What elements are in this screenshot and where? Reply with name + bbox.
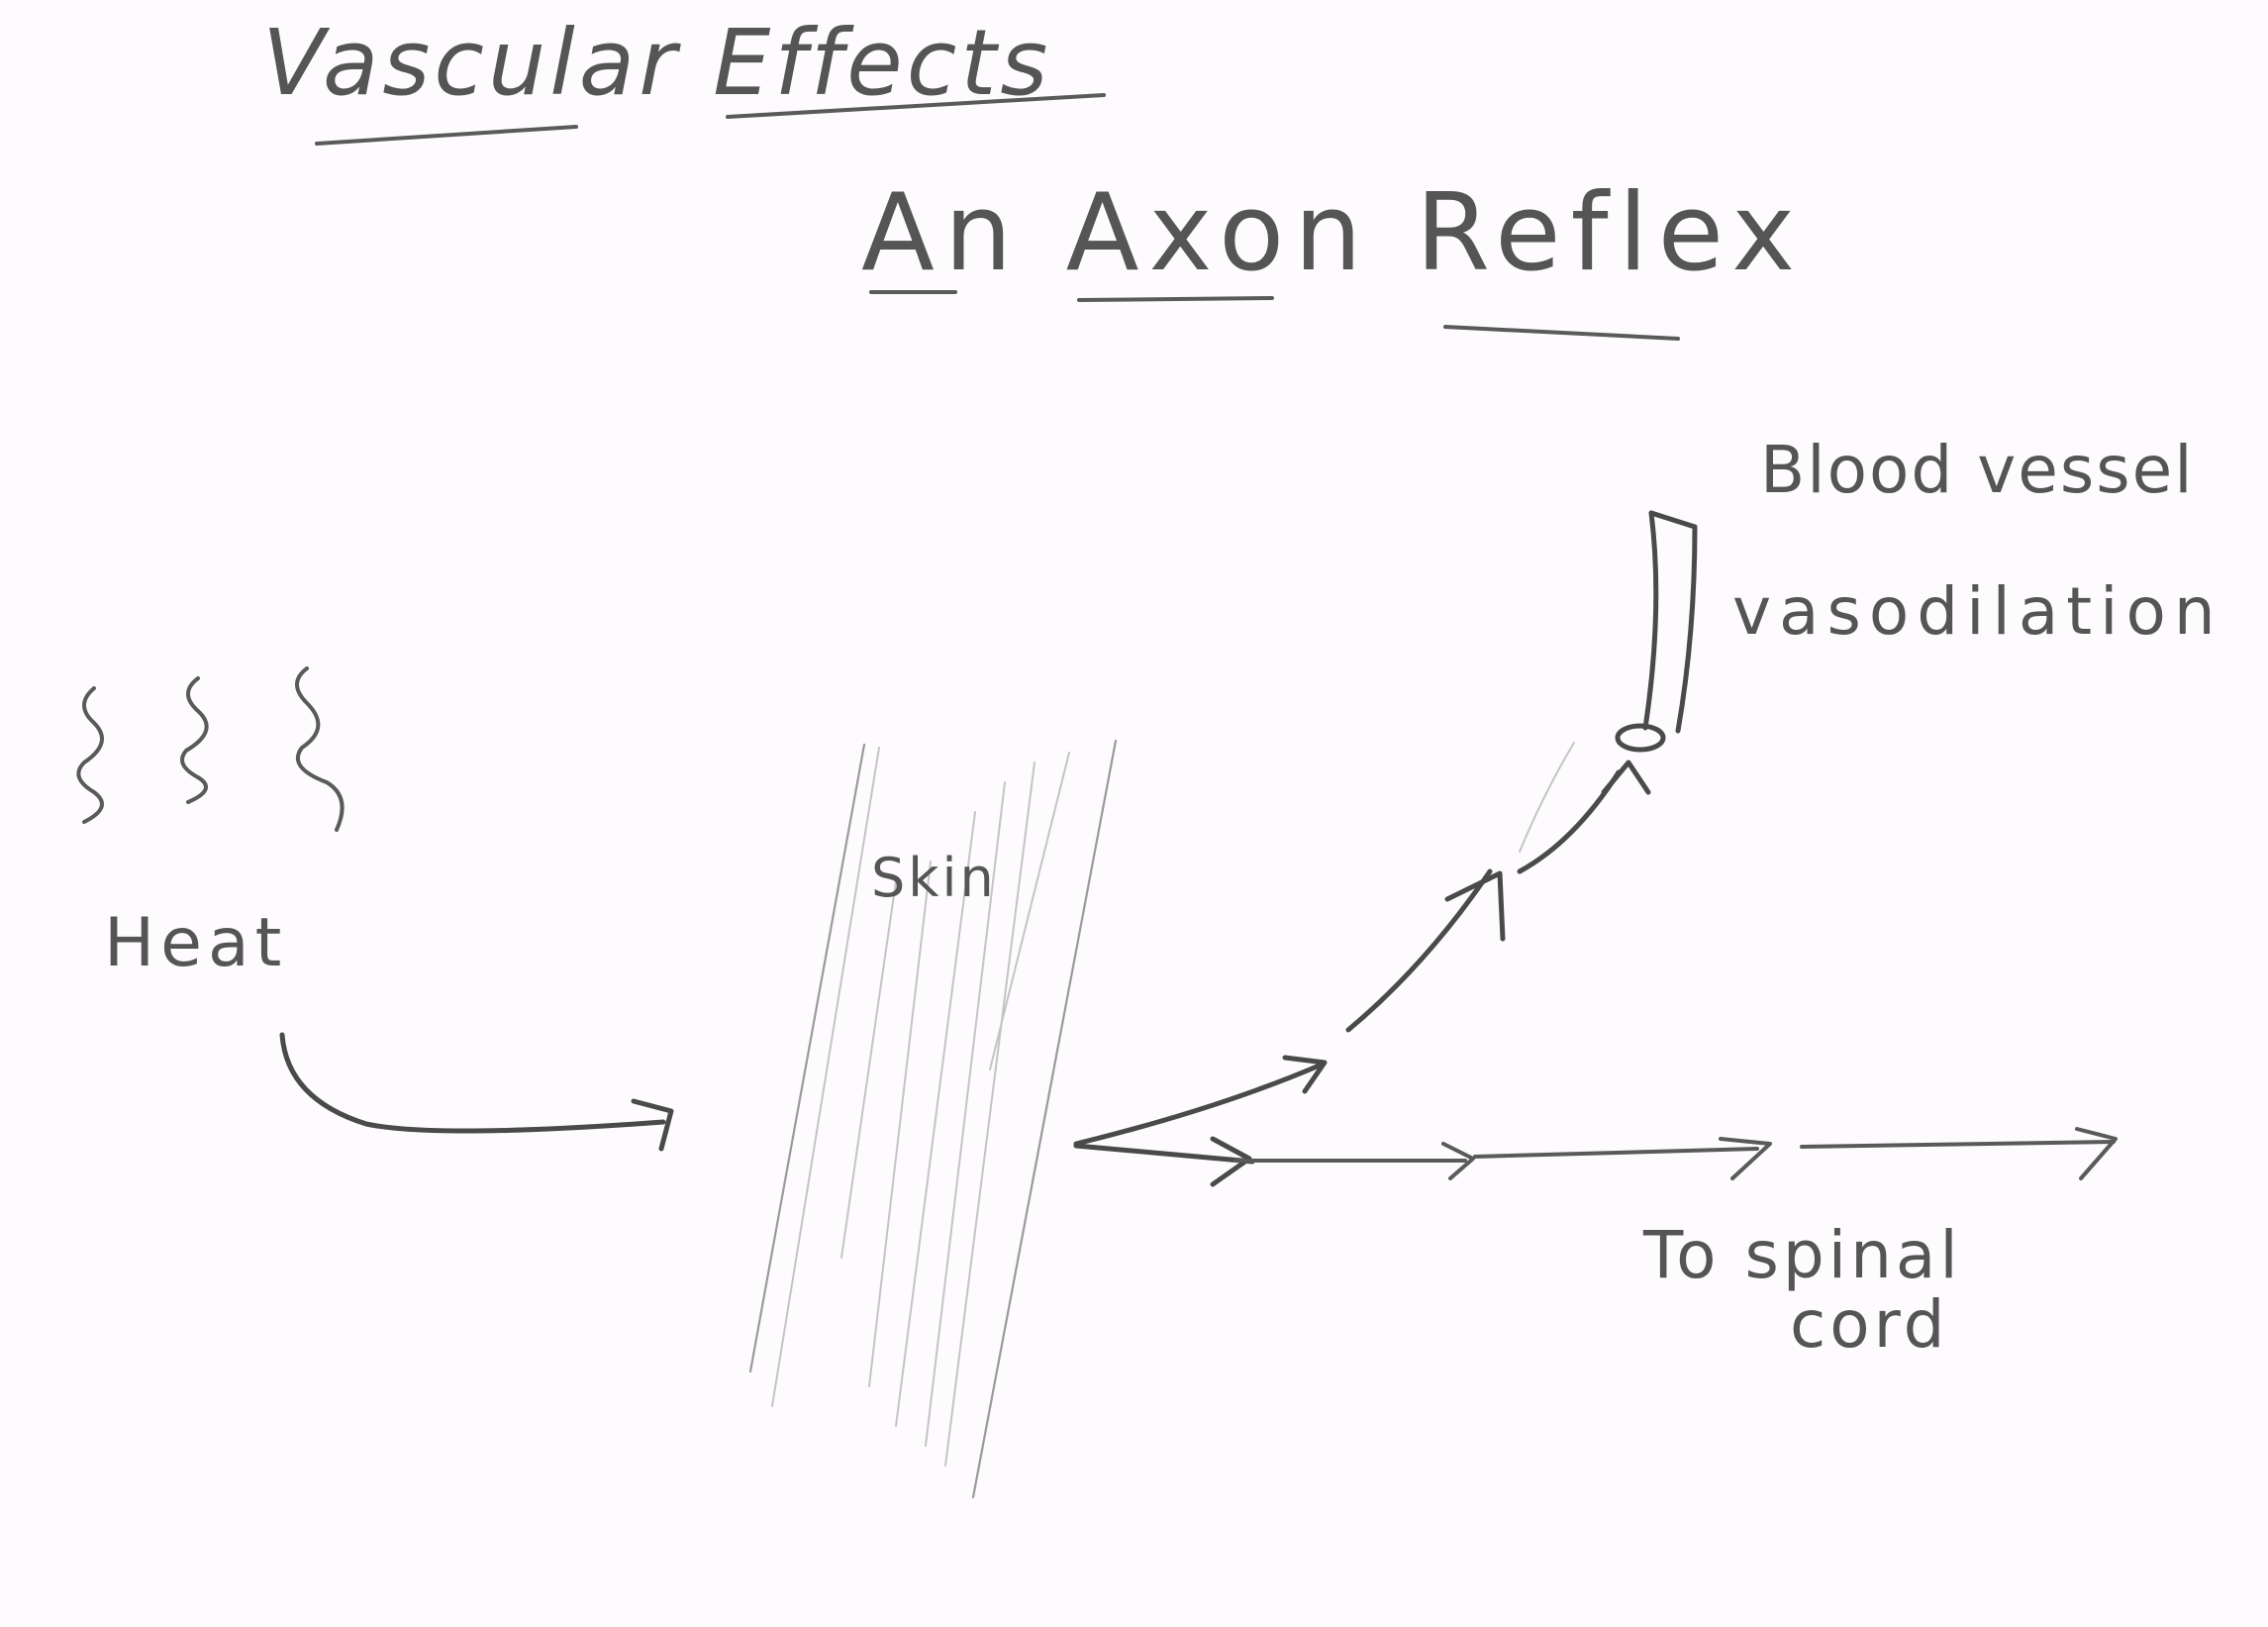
subject-heading: Vascular Effects <box>262 10 1051 116</box>
diagram-title-underline <box>869 290 1680 341</box>
diagram-title: An Axon Reflex <box>861 171 1805 295</box>
heat-label: Heat <box>104 904 287 982</box>
subject-heading-underline <box>315 93 1106 146</box>
spinal-cord-label-line1: To spinal <box>1642 1217 1962 1293</box>
blood-vessel <box>1615 510 1698 753</box>
vasodilation-label: vasodilation <box>1732 573 2223 650</box>
skin-label: Skin <box>871 847 997 909</box>
blood-vessel-label: Blood vessel <box>1760 432 2195 508</box>
axon-branch-to-vessel <box>1073 742 1651 1147</box>
axon-to-spinal-cord <box>1073 1127 2118 1187</box>
spinal-cord-label-line2: cord <box>1790 1286 1949 1363</box>
heat-waves-icon <box>76 666 345 832</box>
heat-arrow <box>279 1032 674 1152</box>
skin-layer <box>748 739 1118 1499</box>
